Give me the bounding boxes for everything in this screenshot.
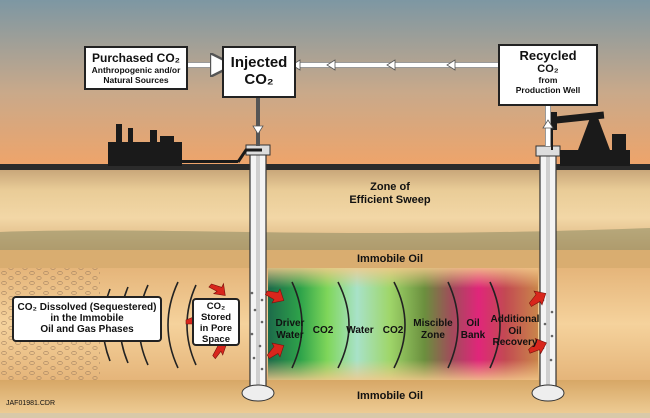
water-zone-label: Water: [346, 325, 374, 336]
production-well: [531, 145, 565, 402]
sweep-zone-line2: Efficient Sweep: [349, 193, 431, 206]
surface-pipes: [186, 60, 554, 146]
co2-dissolved-line3: Oil and Gas Phases: [40, 324, 134, 335]
injected-co2-line2: CO₂: [244, 71, 274, 88]
purchased-co2-line1: Anthropogenic and/or: [91, 65, 181, 75]
oil-bank-line2: Bank: [460, 329, 486, 341]
co2-dissolved-line1: CO₂ Dissolved (Sequestered): [17, 302, 157, 313]
co2-zone-b-label: CO2: [382, 325, 404, 336]
immobile-oil-bottom-label: Immobile Oil: [356, 390, 423, 402]
co2-stored-line4: Space: [202, 334, 230, 345]
miscible-zone-line1: Miscible: [413, 318, 453, 329]
miscible-zone-line2: Zone: [421, 329, 445, 341]
immobile-oil-band-top: [0, 250, 650, 268]
purchased-co2-box: Purchased CO₂ Anthropogenic and/or Natur…: [84, 46, 188, 90]
immobile-oil-top-label: Immobile Oil: [356, 253, 423, 265]
industrial-facility-icon: [108, 124, 262, 166]
oil-bank-label: Oil Bank: [458, 318, 488, 341]
co2-dissolved-box: CO₂ Dissolved (Sequestered) in the Immob…: [12, 296, 162, 342]
co2-stored-line2: Stored: [200, 312, 232, 323]
sweep-zone-line1: Zone of: [370, 181, 410, 193]
recycled-co2-line4: Production Well: [515, 85, 581, 95]
purchased-co2-title: Purchased CO₂: [91, 51, 181, 65]
co2-stored-line1: CO₂: [206, 301, 226, 312]
additional-recovery-line1: Additional: [490, 314, 540, 325]
oil-bank-line1: Oil: [466, 318, 480, 329]
co2-stored-box: CO₂ Stored in Pore Space: [192, 298, 240, 346]
driver-water-line2: Water: [276, 329, 304, 341]
co2-zone-a-label: CO2: [312, 325, 334, 336]
co2-dissolved-line2: in the Immobile: [50, 313, 124, 324]
co2-stored-line3: in Pore: [199, 323, 233, 334]
figure-id-label: JAF01981.CDR: [6, 400, 56, 407]
pumpjack-icon: [548, 111, 630, 166]
driver-water-line1: Driver: [275, 318, 305, 329]
injected-co2-line1: Injected: [230, 54, 288, 71]
recycled-co2-box: Recycled CO₂ from Production Well: [498, 44, 598, 106]
recycled-co2-line1: Recycled: [519, 48, 577, 63]
additional-recovery-label: Additional Oil Recovery: [488, 314, 542, 349]
additional-recovery-line2: Oil: [508, 325, 522, 337]
purchased-co2-line2: Natural Sources: [103, 75, 169, 85]
recycled-co2-line3: from: [538, 75, 558, 85]
additional-recovery-line3: Recovery: [492, 337, 538, 348]
arc-fronts-right: [291, 281, 501, 369]
caprock-layer: [0, 228, 650, 250]
ground-surface: [0, 164, 650, 170]
injected-co2-box: Injected CO₂: [222, 46, 296, 98]
recycled-co2-line2: CO₂: [537, 63, 559, 75]
miscible-zone-label: Miscible Zone: [410, 318, 456, 341]
driver-water-label: Driver Water: [270, 318, 310, 341]
sweep-zone-label: Zone of Efficient Sweep: [320, 181, 460, 206]
